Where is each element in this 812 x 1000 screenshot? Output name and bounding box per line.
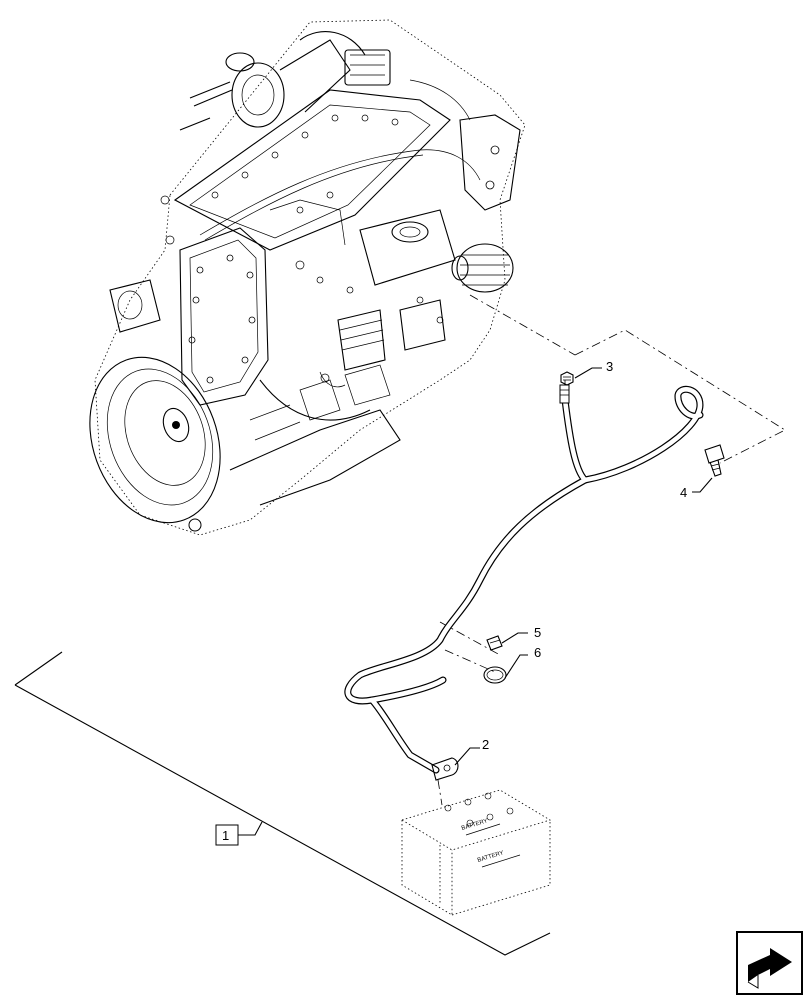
alternator — [456, 243, 514, 293]
clip-part — [486, 635, 503, 651]
callout-5[interactable]: 5 — [501, 625, 541, 644]
callout-4[interactable]: 4 — [680, 477, 713, 500]
callout-6-label: 6 — [534, 645, 541, 660]
battery: BATTERY BATTERY — [401, 789, 551, 916]
callout-4-label: 4 — [680, 485, 687, 500]
callout-6[interactable]: 6 — [504, 645, 541, 679]
battery-front-label: BATTERY — [477, 850, 505, 864]
cable-tie-part — [483, 666, 507, 684]
next-page-arrow-icon[interactable] — [736, 931, 803, 995]
ground-plane-lines — [14, 651, 551, 956]
bolt-part — [704, 444, 725, 477]
callout-1-label: 1 — [222, 828, 229, 843]
battery-terminal-part — [431, 757, 459, 781]
battery-cable — [344, 384, 704, 774]
callout-2-label: 2 — [482, 737, 489, 752]
turbocharger — [231, 62, 285, 128]
callout-3-label: 3 — [606, 359, 613, 374]
flywheel — [89, 356, 221, 524]
callout-5-label: 5 — [534, 625, 541, 640]
callout-3[interactable]: 3 — [574, 359, 613, 379]
engine-assembly — [89, 19, 526, 536]
nut-part — [560, 371, 574, 386]
callout-2[interactable]: 2 — [454, 737, 489, 766]
callout-1[interactable]: 1 — [215, 821, 263, 846]
battery-top-label: BATTERY — [461, 818, 489, 832]
